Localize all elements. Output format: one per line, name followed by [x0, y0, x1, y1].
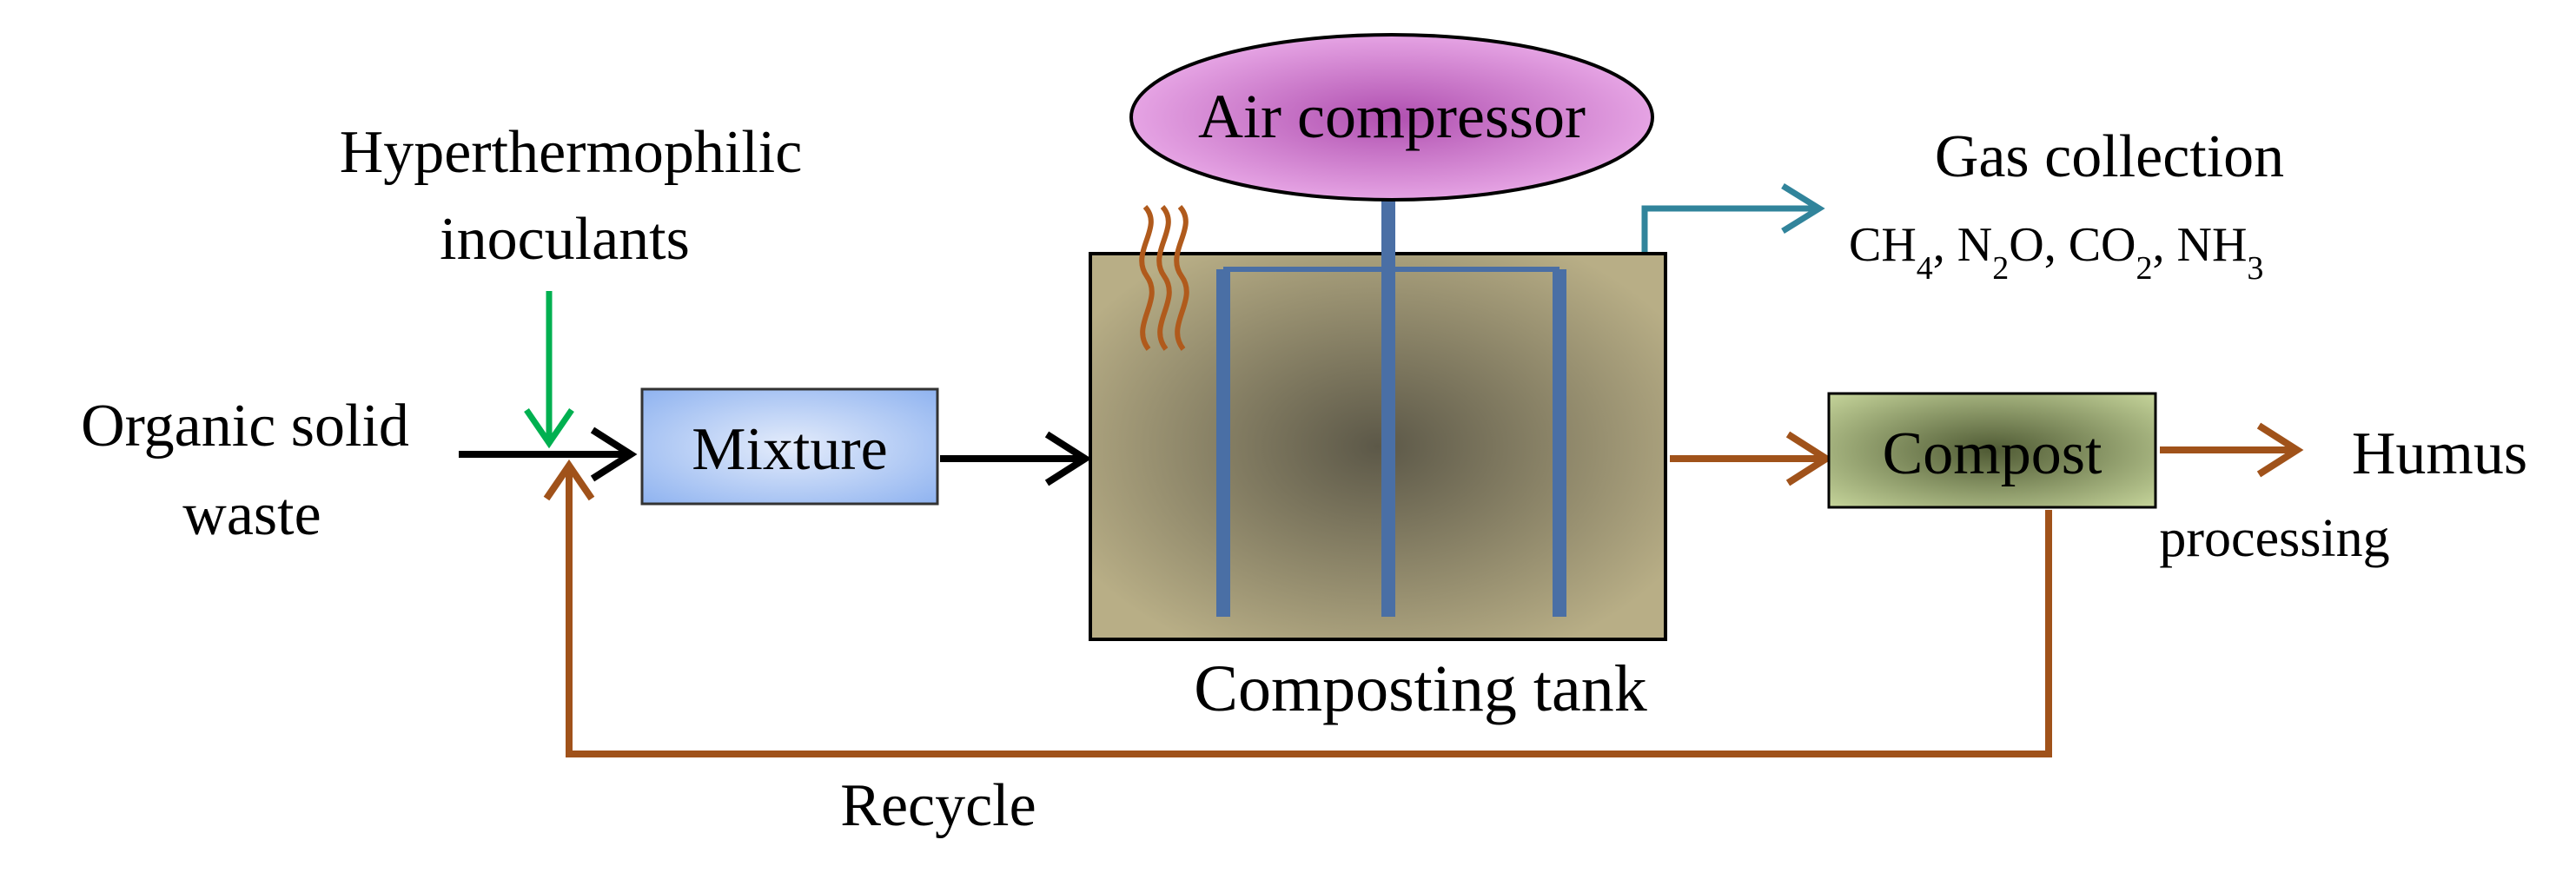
gas-formula-tail: ,	[1933, 218, 1957, 272]
composting-tank	[1089, 252, 1667, 641]
heat-waves-icon	[1139, 204, 1189, 351]
air-compressor	[1129, 33, 1654, 202]
gas-formula-tail: O,	[2009, 218, 2068, 272]
gas-formula-subscript: 2	[2136, 250, 2153, 287]
processing-label: processing	[2159, 509, 2389, 568]
mixture-label: Mixture	[692, 416, 888, 483]
compost-label: Compost	[1883, 420, 2103, 487]
aeration-pipes	[1216, 198, 1566, 617]
arrow-inoculants	[524, 291, 574, 449]
gas-formula-subscript: 2	[1992, 250, 2009, 287]
inoculants-label-line2: inoculants	[440, 206, 690, 273]
humus-label: Humus	[2352, 420, 2527, 487]
mixture-box	[640, 387, 939, 506]
gas-collection-label: Gas collection	[1935, 123, 2284, 190]
compost-box	[1827, 392, 2157, 509]
arrow-tank-to-compost	[1670, 431, 1833, 486]
gas-formula-tail: ,	[2153, 218, 2177, 272]
air-compressor-label: Air compressor	[1198, 82, 1586, 151]
arrow-waste-to-mixture	[459, 427, 638, 482]
gas-formula-base: NH	[2177, 218, 2248, 272]
gas-formula-base: CH	[1849, 218, 1917, 272]
arrow-recycle-loop	[543, 459, 2052, 757]
recycle-label: Recycle	[840, 772, 1036, 839]
gas-formula-base: CO	[2069, 218, 2136, 272]
inoculants-label-line1: Hyperthermophilic	[340, 119, 803, 186]
arrow-mixture-to-tank	[940, 431, 1092, 486]
gas-formula-base: N	[1957, 218, 1992, 272]
gas-formula-subscript: 4	[1917, 250, 1933, 287]
arrow-gas-collection	[1641, 183, 1825, 365]
gas-formula-subscript: 3	[2247, 250, 2263, 287]
arrow-compost-to-humus	[2160, 422, 2304, 478]
gas-formula-list: CH4, N2O, CO2, NH3	[1849, 218, 2263, 287]
organic-waste-label-line1: Organic solid	[81, 393, 409, 460]
composting-tank-label: Composting tank	[1194, 652, 1646, 725]
organic-waste-label-line2: waste	[182, 481, 321, 548]
